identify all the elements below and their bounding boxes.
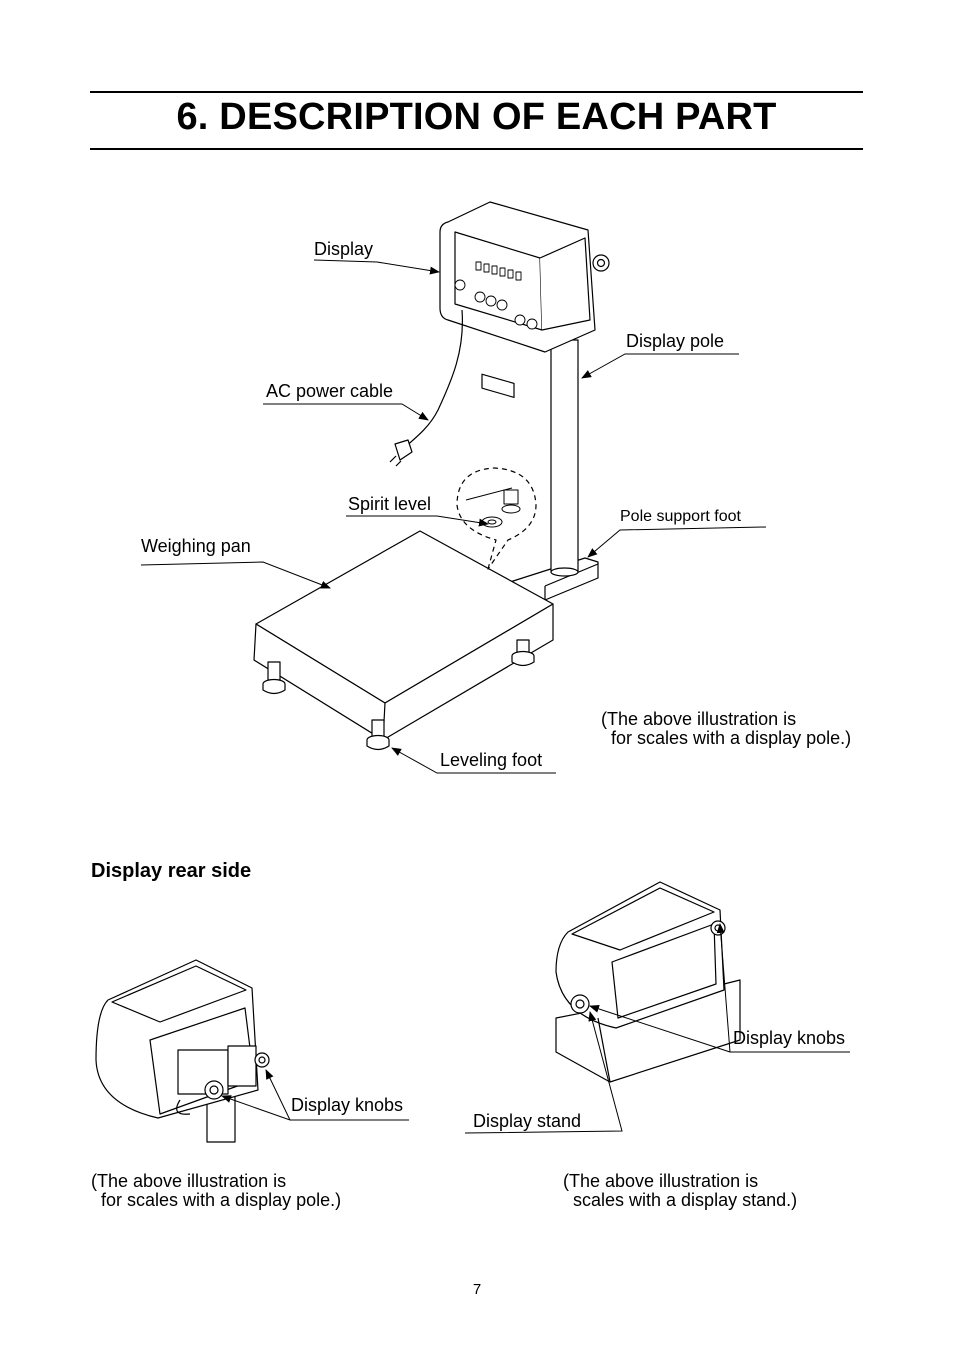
label-display-pole: Display pole: [626, 331, 725, 351]
page-title: 6. DESCRIPTION OF EACH PART: [176, 96, 777, 138]
label-display-stand: Display stand: [473, 1111, 582, 1131]
label-spirit-level: Spirit level: [348, 494, 432, 514]
title-rule-bottom: [90, 148, 863, 150]
title-rule-top: [90, 91, 863, 93]
scale-illustration: [253, 201, 610, 751]
label-leveling-foot: Leveling foot: [440, 750, 543, 770]
rear-left-note: (The above illustration is for scales wi…: [91, 1171, 342, 1210]
label-display: Display: [314, 239, 374, 259]
section-heading-display-rear-side: Display rear side: [91, 860, 252, 882]
rear-view-stand-illustration: [555, 881, 741, 1083]
main-figure-note: (The above illustration is for scales wi…: [601, 709, 852, 748]
label-weighing-pan: Weighing pan: [141, 536, 251, 556]
page-number: 7: [472, 1281, 482, 1298]
label-display-knobs-left: Display knobs: [291, 1095, 404, 1115]
rear-view-pole-illustration: [95, 959, 270, 1143]
label-ac-power-cable: AC power cable: [266, 381, 394, 401]
rear-right-note: (The above illustration is scales with a…: [563, 1171, 798, 1210]
label-pole-support-foot: Pole support foot: [620, 508, 741, 525]
label-display-knobs-right: Display knobs: [733, 1028, 846, 1048]
